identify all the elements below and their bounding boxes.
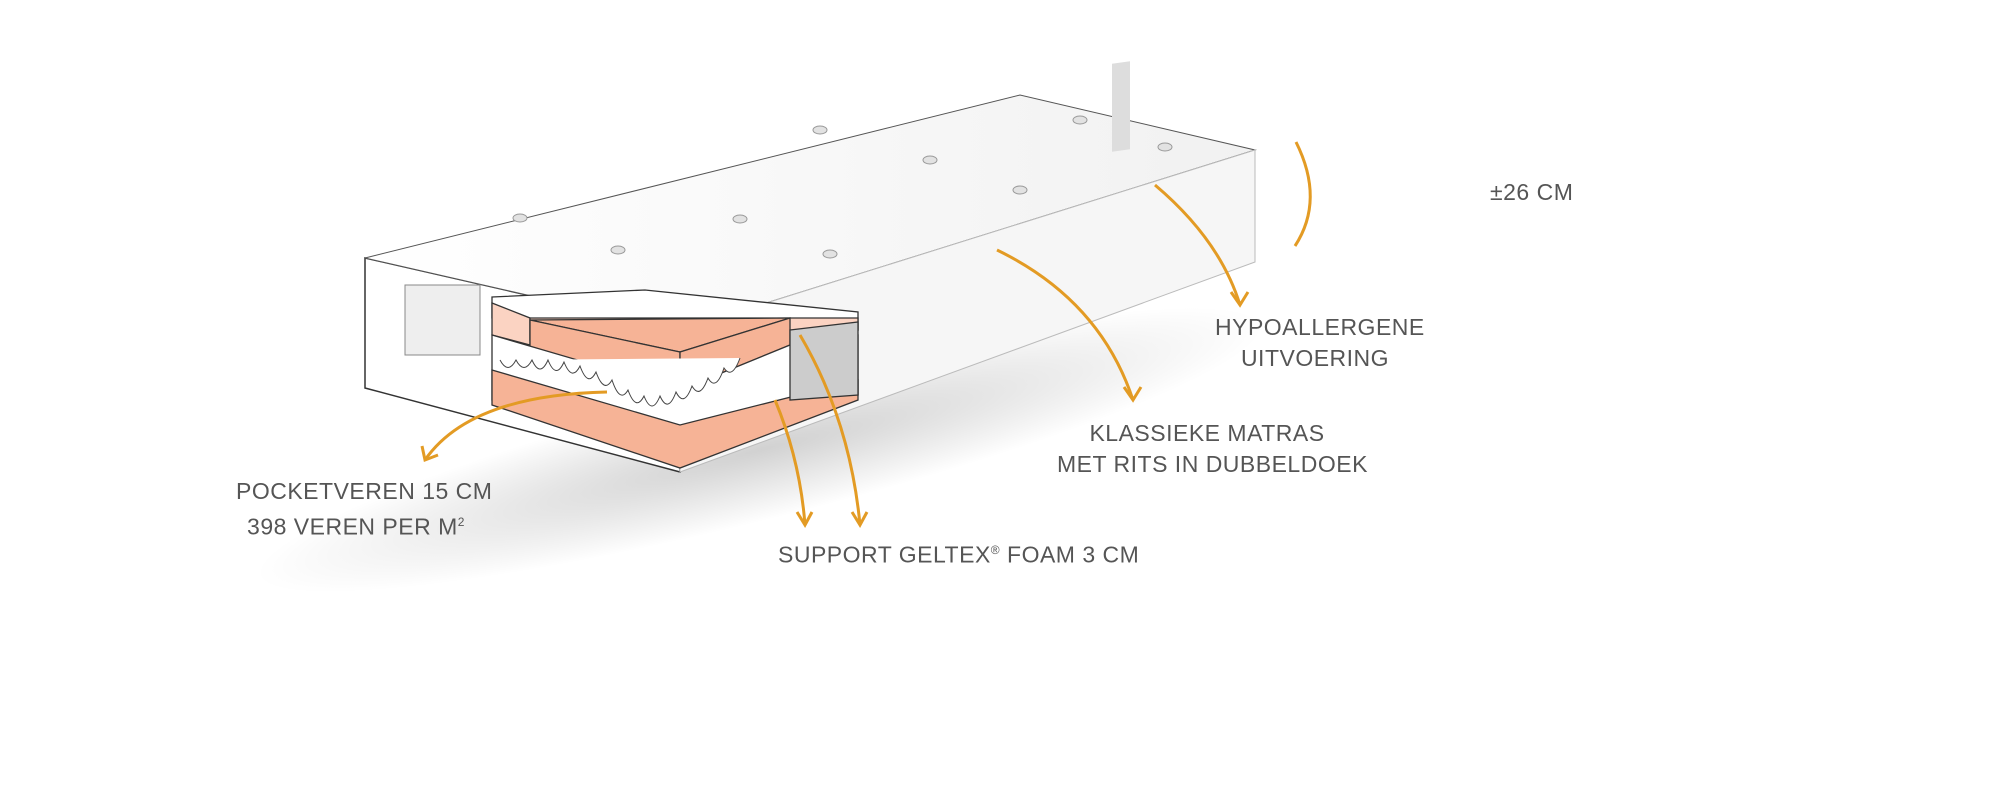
end-springs: [404, 284, 481, 356]
pocket-springs-label: POCKETVEREN 15 CM 398 VEREN PER M2: [236, 476, 493, 543]
hypoallergenic-label: HYPOALLERGENE UITVOERING: [1215, 312, 1425, 374]
shadow: [255, 307, 1265, 593]
hypoallergenic-line2: UITVOERING: [1240, 345, 1390, 371]
zipper-handle: [1112, 61, 1130, 152]
registered-mark: ®: [990, 543, 1001, 557]
support-text: SUPPORT GELTEX: [778, 541, 991, 568]
tufts: [512, 115, 1173, 259]
pocket-line2: 398 VEREN PER M2: [236, 507, 476, 543]
classic-line2: MET RITS IN DUBBELDOEK: [1057, 451, 1368, 477]
support-foam-label: SUPPORT GELTEX® FOAM 3 CM: [778, 535, 1139, 571]
support-rest: FOAM 3 CM: [1000, 541, 1140, 568]
pocket-line1: POCKETVEREN 15 CM: [236, 478, 493, 504]
callout-arrows: [420, 141, 1312, 529]
classic-mattress-label: KLASSIEKE MATRAS MET RITS IN DUBBELDOEK: [1057, 418, 1368, 480]
classic-line1: KLASSIEKE MATRAS: [1089, 420, 1325, 446]
height-label: ±26 CM: [1490, 179, 1574, 205]
pocket-line2-text: 398 VEREN PER M: [247, 513, 458, 540]
pocket-superscript: 2: [457, 515, 465, 529]
springs: [499, 357, 741, 407]
hypoallergenic-line1: HYPOALLERGENE: [1215, 314, 1425, 340]
